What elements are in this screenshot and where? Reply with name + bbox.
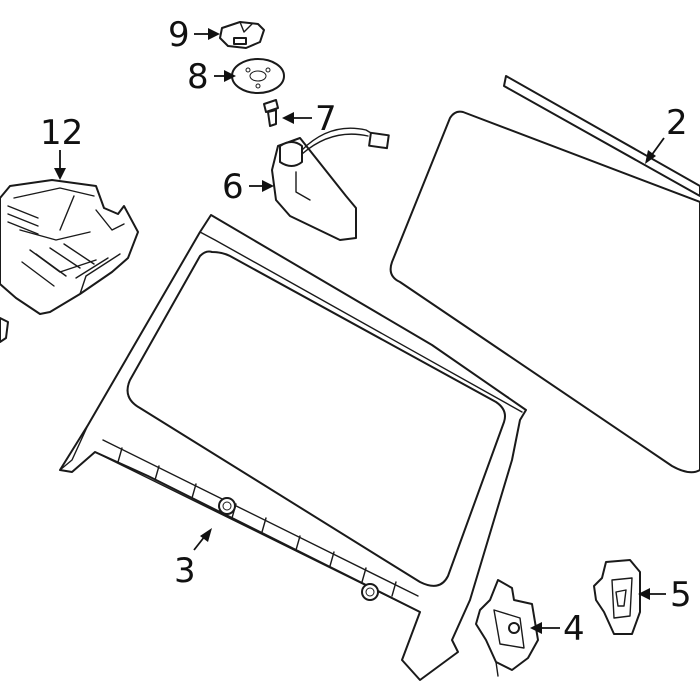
callout-9: 9: [168, 15, 190, 55]
rearview-mirror: [271, 127, 390, 241]
callout-4: 4: [563, 609, 585, 649]
callout-12: 12: [40, 113, 83, 153]
bracket-5: [593, 559, 641, 635]
callout-8: 8: [187, 57, 209, 97]
leader-12: [54, 150, 66, 180]
leader-7: [282, 112, 312, 124]
callout-5: 5: [670, 575, 692, 615]
leader-2: [645, 137, 665, 164]
windshield-frame-panel: [59, 214, 527, 681]
callout-3: 3: [174, 551, 196, 591]
partial-part-left-edge: [0, 317, 9, 343]
leader-6: [249, 180, 274, 192]
leader-9: [194, 28, 220, 40]
screw-7: [263, 99, 279, 127]
callout-7: 7: [315, 99, 337, 139]
leader-3: [193, 528, 212, 551]
callout-2: 2: [666, 103, 688, 143]
leader-8: [214, 70, 236, 82]
bracket-4: [475, 579, 539, 677]
sensor-housing-12: [0, 179, 139, 315]
leader-5: [638, 588, 666, 600]
windshield-molding: [503, 75, 700, 197]
leader-4: [530, 622, 560, 634]
mounting-plate-8: [231, 58, 285, 94]
mirror-button-9: [219, 21, 265, 49]
callout-6: 6: [222, 167, 244, 207]
